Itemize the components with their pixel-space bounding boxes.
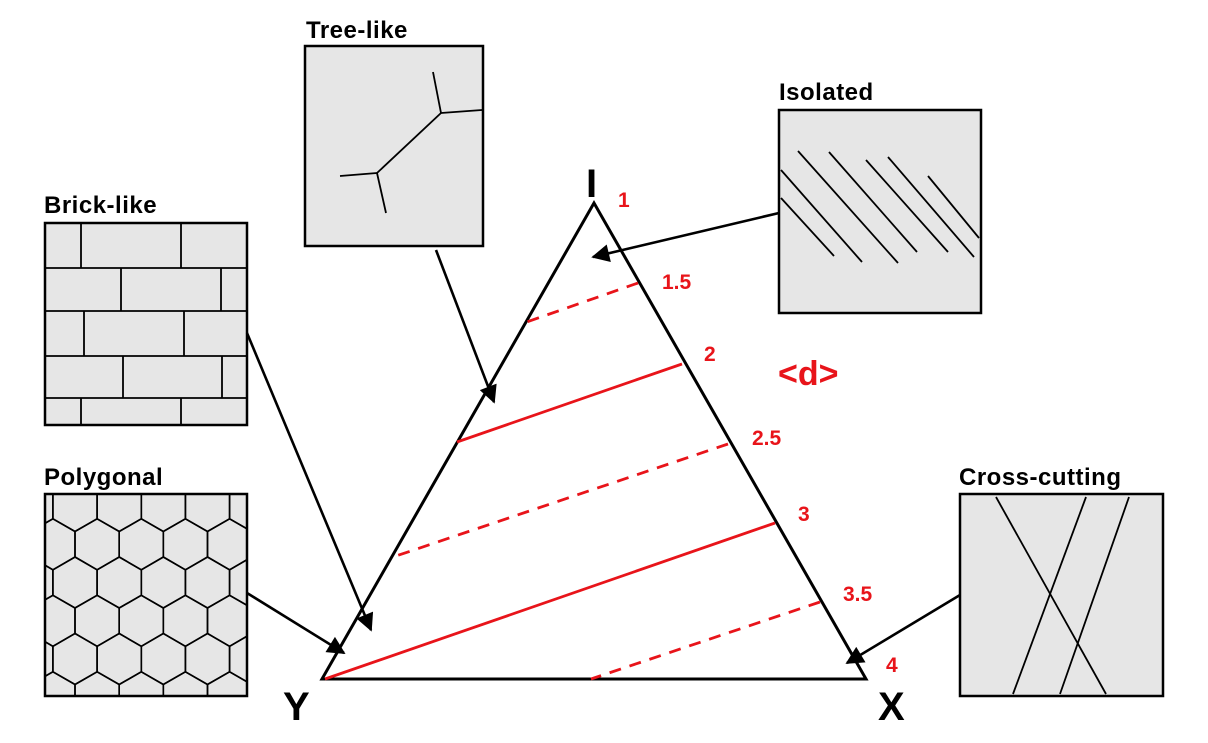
contour-label-2: 2 <box>704 343 716 366</box>
tree-like-title: Tree-like <box>306 17 408 44</box>
hexagon-cell <box>229 494 230 495</box>
hexagon-pattern <box>45 442 340 696</box>
tree-like-arrow <box>434 249 497 404</box>
polygonal-arrow <box>246 591 346 655</box>
contour-label-3: 3 <box>798 503 810 526</box>
isolated-arrow <box>591 211 780 263</box>
vertex-label-top: I <box>586 162 597 206</box>
tree-pattern <box>339 71 483 214</box>
contour-2-5-line <box>392 442 729 559</box>
hexagon-cell <box>252 442 296 493</box>
isolated-panel: Isolated <box>777 79 983 315</box>
contour-label-4: 4 <box>886 654 898 677</box>
isolated-title: Isolated <box>779 79 874 106</box>
contour-label-1: 1 <box>618 189 630 212</box>
contour-labels: 1 1.5 2 2.5 3 3.5 4 <d> <box>618 189 898 677</box>
tree-like-panel: Tree-like <box>303 17 485 248</box>
contour-3-5-line <box>590 600 821 681</box>
tree-like-box <box>303 44 485 248</box>
cross-cutting-panel: Cross-cutting <box>958 464 1165 698</box>
polygonal-box <box>43 492 249 698</box>
contour-label-3-5: 3.5 <box>843 583 873 606</box>
brick-like-title: Brick-like <box>44 192 157 219</box>
polygonal-title: Polygonal <box>44 464 163 491</box>
contour-label-1-5: 1.5 <box>662 271 692 294</box>
hexagon-cell <box>228 635 247 683</box>
hexagon-cell <box>252 595 296 646</box>
brick-like-panel: Brick-like <box>43 192 249 427</box>
hexagon-cell <box>274 634 318 685</box>
arrows <box>245 211 961 665</box>
mean-d-label: <d> <box>778 355 838 393</box>
brick-pattern <box>45 223 247 425</box>
contour-2-line <box>456 362 683 444</box>
vertex-labels: I Y X <box>283 162 905 729</box>
cross-cutting-box <box>958 492 1165 698</box>
hexagon-cell <box>252 519 296 570</box>
cross-cutting-title: Cross-cutting <box>959 464 1122 491</box>
isolated-box <box>777 108 983 315</box>
hexagon-cell <box>296 595 340 646</box>
isolated-pattern <box>780 150 980 264</box>
hexagon-cell <box>228 558 247 607</box>
brick-like-box <box>43 221 249 427</box>
hexagon-cell <box>274 557 318 608</box>
polygonal-panel: Polygonal <box>43 442 340 698</box>
cross-cutting-pattern <box>995 496 1130 695</box>
contour-3-line <box>324 521 776 681</box>
hexagon-cell <box>296 519 340 570</box>
vertex-label-right: X <box>878 685 905 729</box>
cross-cutting-arrow <box>845 593 961 665</box>
hexagon-cell <box>185 494 186 495</box>
brick-like-arrow <box>245 332 374 632</box>
contour-label-2-5: 2.5 <box>752 427 782 450</box>
vertex-label-left: Y <box>283 685 310 729</box>
contour-1-5-line <box>520 281 639 326</box>
hexagon-cell <box>206 670 247 696</box>
contour-lines <box>324 281 821 681</box>
